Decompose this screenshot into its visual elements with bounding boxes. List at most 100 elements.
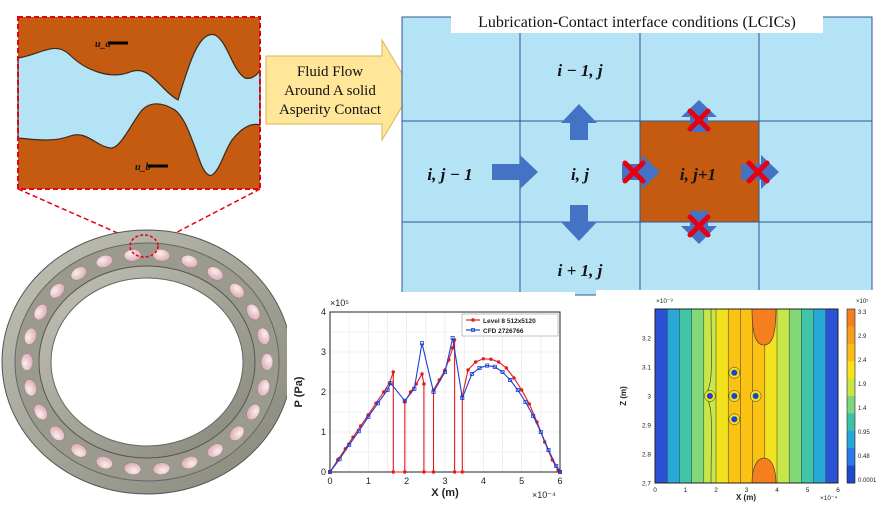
series-point bbox=[460, 395, 465, 400]
contour-x-exponent: ×10⁻⁴ bbox=[820, 495, 837, 502]
roller bbox=[24, 327, 37, 345]
colorbar-tick-label: 0.95 bbox=[858, 430, 870, 436]
contour-band bbox=[679, 309, 693, 483]
x-tick-label: 3 bbox=[745, 487, 749, 494]
bearing bbox=[1, 229, 293, 495]
colorbar-segment bbox=[847, 396, 855, 414]
series-point bbox=[381, 390, 386, 394]
y-tick-label: 2.9 bbox=[642, 423, 651, 430]
x-tick-label: 2 bbox=[714, 487, 718, 494]
contour-band bbox=[813, 309, 827, 483]
series-point bbox=[431, 470, 436, 474]
series-point bbox=[388, 381, 393, 386]
colorbar-segment bbox=[847, 361, 855, 380]
x-tick-label: 6 bbox=[836, 487, 840, 494]
zoom-frame bbox=[17, 16, 261, 190]
roller bbox=[20, 353, 34, 371]
roller bbox=[257, 379, 270, 397]
series-point bbox=[403, 400, 407, 404]
contour-band bbox=[789, 309, 802, 483]
contour-bands bbox=[655, 309, 839, 483]
series-point bbox=[402, 398, 407, 403]
y-tick-label: 2.8 bbox=[642, 452, 651, 459]
series-point bbox=[538, 429, 543, 434]
series-point bbox=[531, 413, 536, 418]
contour-band bbox=[740, 309, 754, 483]
series-point bbox=[347, 442, 352, 447]
y-tick-label: 3 bbox=[647, 394, 651, 401]
colorbar-frame bbox=[846, 308, 856, 484]
series-point bbox=[422, 382, 426, 386]
series-point bbox=[356, 429, 361, 434]
series-point bbox=[554, 463, 559, 468]
high-pressure-bottom bbox=[751, 457, 777, 484]
series-point bbox=[450, 346, 455, 350]
cross-right bbox=[746, 160, 770, 184]
pressure-chart-x-exponent: ×10⁻⁴ bbox=[532, 490, 556, 500]
colorbar-segment bbox=[847, 343, 855, 362]
x-tick-label: 5 bbox=[519, 476, 524, 486]
roller bbox=[229, 425, 245, 441]
x-tick-label: 0 bbox=[327, 476, 332, 486]
series-point bbox=[504, 366, 509, 370]
series-point bbox=[375, 401, 380, 406]
contour-y-ticks: 2.72.82.933.13.2 bbox=[642, 336, 651, 488]
colorbar-segment bbox=[847, 465, 855, 484]
series-point bbox=[422, 470, 426, 474]
series-point bbox=[391, 470, 395, 474]
colorbar-segment bbox=[847, 326, 855, 345]
roller bbox=[260, 353, 274, 371]
series-point bbox=[527, 402, 532, 406]
contact-point bbox=[752, 393, 759, 399]
cell-center-label: i, j bbox=[571, 165, 589, 184]
rollers bbox=[20, 248, 274, 476]
roller bbox=[123, 248, 142, 262]
pressure-chart-x-label: X (m) bbox=[431, 487, 459, 499]
series-point bbox=[337, 457, 342, 462]
pressure-chart-y-exponent: ×10⁵ bbox=[330, 298, 349, 308]
x-tick-label: 4 bbox=[775, 487, 779, 494]
colorbar-segment bbox=[847, 413, 855, 432]
contour-band bbox=[825, 309, 839, 483]
series-point bbox=[366, 414, 371, 419]
series-point bbox=[508, 377, 513, 382]
series-point bbox=[450, 335, 455, 340]
cross-left bbox=[622, 160, 646, 184]
roller bbox=[181, 455, 199, 470]
legend-box bbox=[461, 313, 559, 337]
bearing-bore bbox=[50, 277, 244, 447]
series-point bbox=[473, 360, 478, 364]
contour-band bbox=[777, 309, 790, 483]
y-tick-label: 2 bbox=[321, 387, 326, 397]
x-tick-label: 1 bbox=[684, 487, 688, 494]
grid-title: Lubrication-Contact interface conditions… bbox=[478, 14, 796, 31]
cell-bottom-label: i + 1, j bbox=[558, 261, 603, 280]
series-point bbox=[519, 388, 524, 392]
colorbar-exponent: ×10⁵ bbox=[856, 298, 869, 305]
roller bbox=[49, 425, 65, 441]
high-pressure-top bbox=[751, 308, 777, 346]
roller bbox=[33, 403, 48, 421]
contour-y-label: Z (m) bbox=[619, 386, 628, 406]
lower-velocity-label: u_b bbox=[135, 162, 151, 173]
series-point bbox=[477, 365, 482, 370]
cross-bottom bbox=[687, 214, 711, 238]
roller bbox=[24, 379, 37, 397]
arrow-in-left bbox=[492, 155, 538, 189]
roller bbox=[123, 462, 142, 476]
roller bbox=[207, 266, 224, 281]
x-tick-label: 0 bbox=[653, 487, 657, 494]
legend-label-blue: CFD 2726766 bbox=[483, 328, 524, 335]
series-point bbox=[485, 363, 490, 368]
contact-point bbox=[731, 393, 738, 399]
series-point bbox=[419, 341, 424, 346]
blocked-flow-crosses bbox=[622, 108, 770, 238]
series-line bbox=[329, 339, 561, 473]
grid-lines bbox=[402, 17, 872, 295]
arrow-down bbox=[561, 205, 597, 241]
